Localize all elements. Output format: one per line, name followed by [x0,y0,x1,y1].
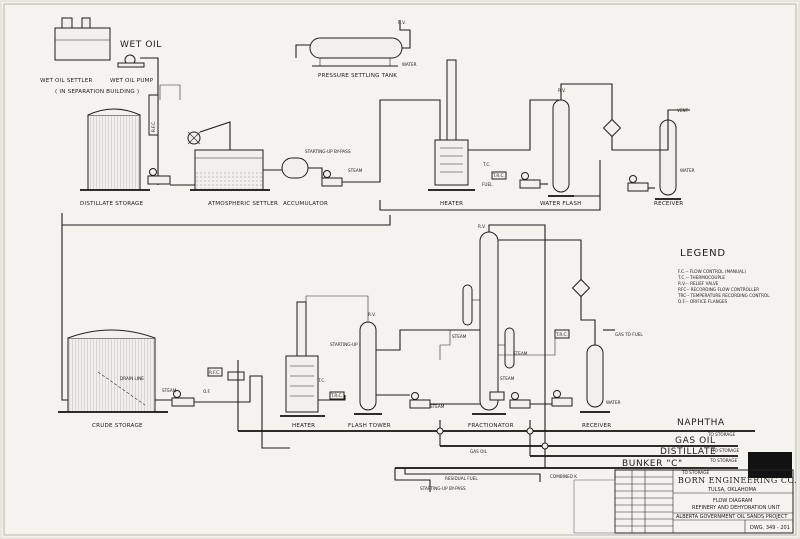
rv-label-pst: R.V. [398,20,406,25]
receiver-lower-pump [551,390,573,407]
combined-k-label: COMBINED K [550,474,577,479]
rv-label-ft: R.V. [368,312,376,317]
paper-border [3,3,797,536]
residual-fuel-label: RESIDUAL FUEL [445,476,478,481]
water-label-pst: WATER [402,62,417,67]
rfc-lower-label: R.F.C. [209,370,220,375]
drawing-number: DWG. 349 - 201 [750,525,790,531]
water-flash-pump [519,172,541,189]
receiver-lower-label: RECEIVER [582,423,611,429]
starting-up-bypass-upper: STARTING-UP BY-PASS [305,149,351,154]
of-lower-label: O.F. [203,389,211,394]
side-stripper-upper [462,284,473,326]
upper-condenser [602,118,622,138]
legend-item: R.V.-- RELIEF VALVE [678,281,719,286]
wet-oil-settler-label: WET OIL SETTLER [40,78,93,84]
tc-lower-label: T.C. [317,378,326,383]
upper-process-section: WET OIL WET OIL SETTLER WET OIL PUMP ( I… [40,17,695,226]
project-name: ALBERTA GOVERNMENT OIL SANDS PROJECT [676,514,788,520]
steam-label-frac-3: STEAM [500,376,515,381]
heater-upper-label: HEATER [440,201,463,207]
water-flash-tower [548,99,574,197]
accumulator-vessel [281,157,309,179]
starting-up-bypass-lower-2: STARTING-UP BY-PASS [420,486,466,491]
naphtha-to-storage: TO STORAGE [707,432,735,437]
trc-upper-label: T.R.C. [492,173,505,178]
distillate-storage-label: DISTILLATE STORAGE [80,201,144,207]
drawing-title: FLOW DIAGRAM [713,498,753,504]
pressure-settling-tank-label: PRESSURE SETTLING TANK [318,73,397,79]
distillate-storage-tank [80,108,150,191]
steam-label-lower-1: STEAM [162,388,177,393]
gas-oil-to-storage: TO STORAGE [711,448,739,453]
settler-heat-exchanger [187,131,201,145]
heater-upper [428,59,475,191]
flash-tower [354,321,382,415]
legend-item: F.C.-- FLOW CONTROL (MANUAL) [678,269,746,274]
distillate-label: DISTILLATE [660,447,716,457]
legend: LEGEND F.C.-- FLOW CONTROL (MANUAL) T.C.… [677,248,770,304]
steam-label-lower-2: STEAM [430,404,445,409]
trc-lower-label: T.R.C. [330,393,343,398]
drawing-subtitle: REFINERY AND DEHYDRATION UNIT [692,505,781,511]
legend-item: TRC-- TEMPERATURE RECORDING CONTROL [677,293,770,298]
crude-storage-label: CRUDE STORAGE [92,423,143,429]
receiver-upper-label: RECEIVER [654,201,683,207]
flash-tower-label: FLASH TOWER [348,423,391,429]
product-headers [237,360,755,492]
wet-oil-label: WET OIL [120,40,162,50]
gas-to-fuel-label: GAS TO FUEL [615,332,643,337]
legend-title: LEGEND [680,248,726,259]
rv-label-frac: R.V. [478,224,486,229]
gas-oil-small-label: GAS OIL [470,449,488,454]
naphtha-label: NAPHTHA [677,418,725,428]
lower-process-section: DRAIN LINE CRUDE STORAGE STEAM O.F. R.F.… [58,224,643,449]
wet-oil-pump [117,54,145,68]
distillate-to-storage: TO STORAGE [709,458,737,463]
gas-oil-label: GAS OIL [675,436,716,446]
steam-label-frac-2: STEAM [513,351,528,356]
redaction-block [748,452,792,478]
wet-oil-settler [54,17,111,61]
company-name: BORN ENGINEERING CO. [678,476,797,485]
crude-storage-tank [58,329,168,413]
heater-lower-label: HEATER [292,423,315,429]
fractionator-label: FRACTIONATOR [468,423,514,429]
drain-line-label: DRAIN LINE [120,376,144,381]
starting-up-bypass-lower-1: STARTING-UP BY-PASS [330,342,376,347]
wet-oil-pump-station [147,168,171,185]
heater-lower [280,301,325,417]
water-flash-label: WATER FLASH [540,201,581,207]
bunker-c-label: BUNKER "C" [622,459,683,469]
legend-item: T.C.-- THERMOCOUPLE [677,275,725,280]
lower-condenser [571,278,591,298]
legend-item: O.F.-- ORIFICE FLANGES [678,299,728,304]
fuel-upper-label: FUEL [482,182,493,187]
side-stripper-lower [504,327,515,369]
steam-label-frac-1: STEAM [452,334,467,339]
water-label-receiver: WATER [680,168,695,173]
title-block: BORN ENGINEERING CO. TULSA, OKLAHOMA FLO… [573,469,797,534]
accumulator-pump [321,170,343,187]
wet-oil-pump-label: WET OIL PUMP [110,78,154,84]
rfc-valve-lower [227,371,245,381]
steam-label-upper-1: STEAM [348,168,363,173]
rfc-upper-label: R.F.C. [151,121,156,132]
legend-item: RFC-- RECORDING FLOW CONTROLLER [678,287,759,292]
atmospheric-settler-label: ATMOSPHERIC SETTLER [208,201,278,207]
water-label-lower: WATER [606,400,621,405]
accumulator-label: ACCUMULATOR [283,201,328,207]
receiver-upper-pump [627,175,649,192]
bunker-c-to-storage: TO STORAGE [681,470,709,475]
company-city: TULSA, OKLAHOMA [707,487,757,493]
tc-upper-label: T.C. [482,162,491,167]
trc-frac-label: T.R.C. [555,332,568,337]
pressure-settling-tank [309,37,403,67]
separation-note: ( IN SEPARATION BUILDING ) [55,89,139,95]
atmospheric-settler [190,149,270,191]
rv-label-wf: R.V. [558,88,566,93]
